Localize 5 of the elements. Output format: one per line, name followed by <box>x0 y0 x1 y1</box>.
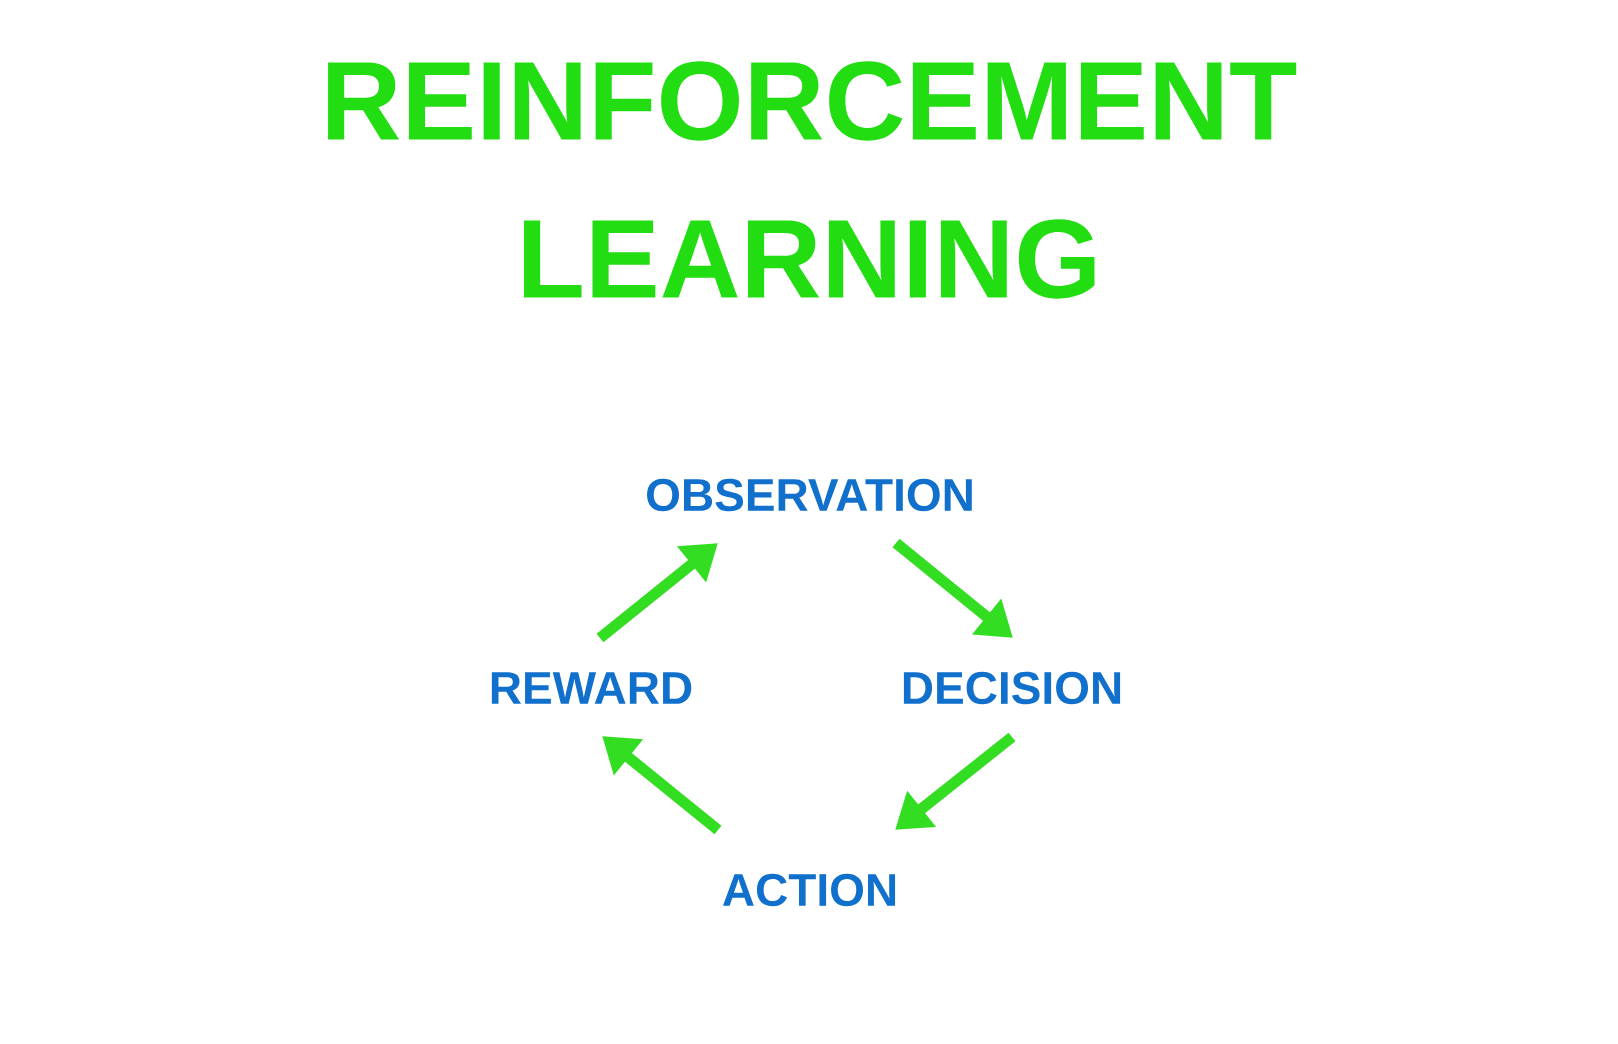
node-label: DECISION <box>903 671 1121 705</box>
node-label: REWARD <box>491 672 692 704</box>
node-label: ACTION <box>723 873 896 907</box>
title: REINFORCEMENT LEARNING <box>328 61 1297 299</box>
node-label: OBSERVATION <box>647 478 972 512</box>
